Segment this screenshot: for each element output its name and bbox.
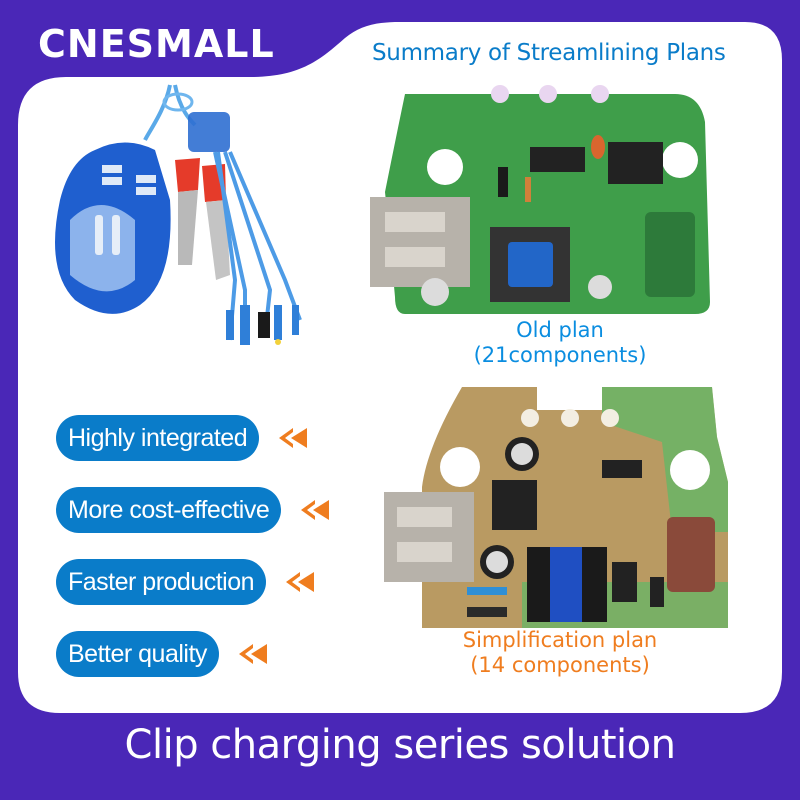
feature-pill: Highly integrated xyxy=(56,415,260,461)
new-plan-caption-line1: Simplification plan xyxy=(462,628,658,652)
old-plan-caption-line1: Old plan xyxy=(516,318,604,342)
feature-pill: Better quality xyxy=(56,631,219,677)
feature-item-cost-effective: More cost-effective xyxy=(56,474,331,546)
features-list: Highly integrated More cost-effective Fa… xyxy=(56,402,331,690)
double-chevron-left-icon xyxy=(279,428,308,448)
double-chevron-left-icon xyxy=(301,500,330,520)
old-plan-pcb-image xyxy=(370,85,710,314)
new-plan-caption: Simplification plan (14 components) xyxy=(430,628,690,678)
clip-charger-image xyxy=(55,84,302,345)
feature-item-better-quality: Better quality xyxy=(56,618,331,690)
old-plan-caption-line2: (21components) xyxy=(473,343,647,367)
double-chevron-left-icon xyxy=(286,572,315,592)
summary-title: Summary of Streamlining Plans xyxy=(372,40,726,66)
footer-title: Clip charging series solution xyxy=(124,722,676,768)
new-plan-pcb-image xyxy=(384,387,728,628)
new-plan-caption-line2: (14 components) xyxy=(470,653,650,677)
feature-item-highly-integrated: Highly integrated xyxy=(56,402,331,474)
feature-pill: More cost-effective xyxy=(56,487,282,533)
feature-pill: Faster production xyxy=(56,559,267,605)
old-plan-caption: Old plan (21components) xyxy=(440,318,680,368)
feature-item-faster-production: Faster production xyxy=(56,546,331,618)
brand-logo: CNESMALL xyxy=(38,22,275,66)
double-chevron-left-icon xyxy=(238,644,267,664)
